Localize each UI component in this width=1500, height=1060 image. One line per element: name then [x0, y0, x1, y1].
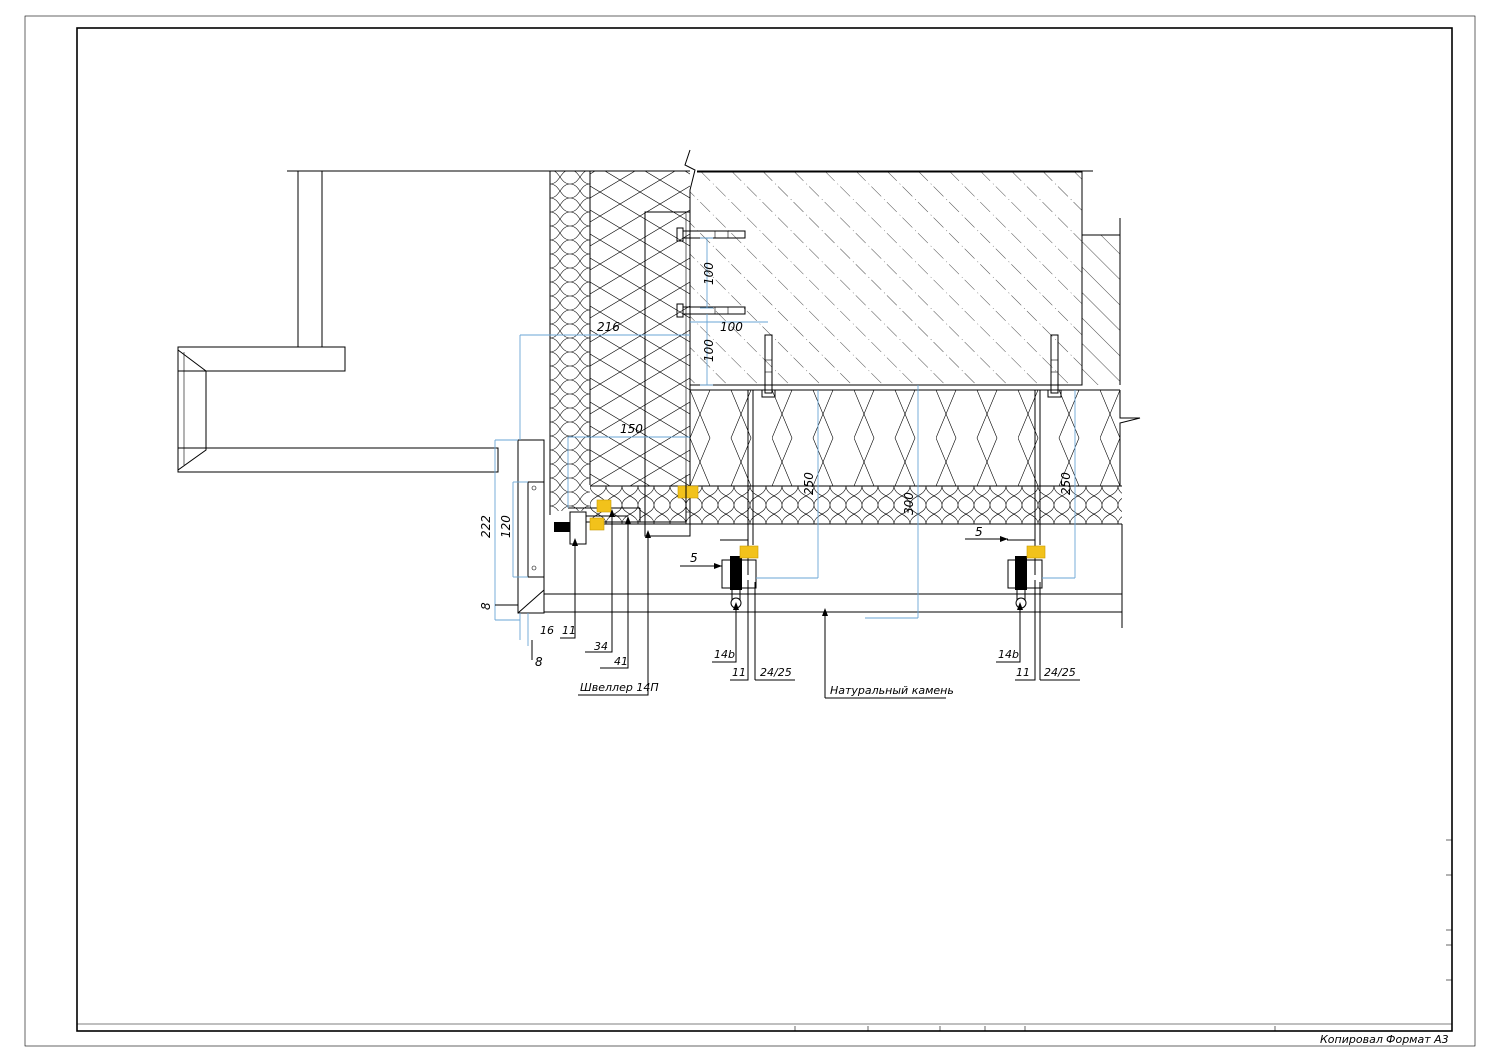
natural-stone-cladding	[544, 524, 1123, 628]
callout-41: 41	[614, 655, 628, 668]
dim-222: 222	[479, 515, 493, 538]
anchor-bolt-3	[761, 334, 776, 398]
dim-5-a: 5	[690, 551, 698, 565]
leader-arrows	[572, 509, 1023, 616]
corner-bracket	[554, 475, 699, 545]
callout-2425-a: 24/25	[760, 666, 792, 679]
dim-250-a: 250	[802, 472, 816, 495]
dim-300: 300	[902, 492, 916, 515]
callout-16: 16	[540, 624, 554, 637]
dim-216: 216	[597, 320, 620, 334]
dimension-lines	[494, 237, 1076, 646]
stamp-copied-by: Копировал	[1320, 1033, 1383, 1046]
stamp-format: Формат A3	[1386, 1033, 1449, 1046]
anchor-bolt-1	[676, 227, 746, 242]
callout-channel: Швеллер 14П	[580, 681, 659, 694]
dim-100-a: 100	[702, 262, 716, 285]
vertical-insulation-coil	[549, 171, 591, 515]
hanger-rods	[747, 390, 1041, 545]
concrete-slab	[684, 149, 1083, 386]
dim-100-c: 100	[702, 339, 716, 362]
dim-8-b: 8	[535, 655, 543, 669]
bracket-assembly-2	[1007, 539, 1046, 609]
leader-lines	[495, 515, 1080, 699]
dim-150: 150	[620, 422, 643, 436]
anchor-bolt-2	[676, 303, 746, 318]
sheet-outer-border	[24, 15, 1476, 1047]
horizontal-insulation-coil	[590, 485, 1122, 525]
dim-5-b: 5	[975, 525, 983, 539]
masonry-wall	[1082, 218, 1121, 385]
callout-11-a: 11	[562, 624, 576, 637]
dim-8-a: 8	[479, 602, 493, 610]
callout-14b-a: 14b	[714, 648, 735, 661]
vertical-mineral-wool	[590, 170, 690, 486]
callout-2425-b: 24/25	[1044, 666, 1076, 679]
anchor-bolt-4	[1047, 334, 1062, 398]
dim-120: 120	[499, 515, 513, 538]
window-frame-profile	[177, 170, 499, 473]
callout-11-c: 11	[1016, 666, 1030, 679]
sheet-inner-frame	[76, 27, 1453, 1032]
frame-ticks	[794, 839, 1452, 1031]
callout-14b-b: 14b	[998, 648, 1019, 661]
channel-14p	[644, 211, 691, 537]
callout-stone: Натуральный камень	[830, 684, 954, 697]
dim-250-b: 250	[1059, 472, 1073, 495]
callout-11-b: 11	[732, 666, 746, 679]
dim-100-b: 100	[720, 320, 743, 334]
corner-stone-profile	[517, 439, 545, 614]
callout-34: 34	[594, 640, 608, 653]
horizontal-mineral-wool	[690, 389, 1141, 486]
bracket-assembly-1	[720, 539, 759, 609]
